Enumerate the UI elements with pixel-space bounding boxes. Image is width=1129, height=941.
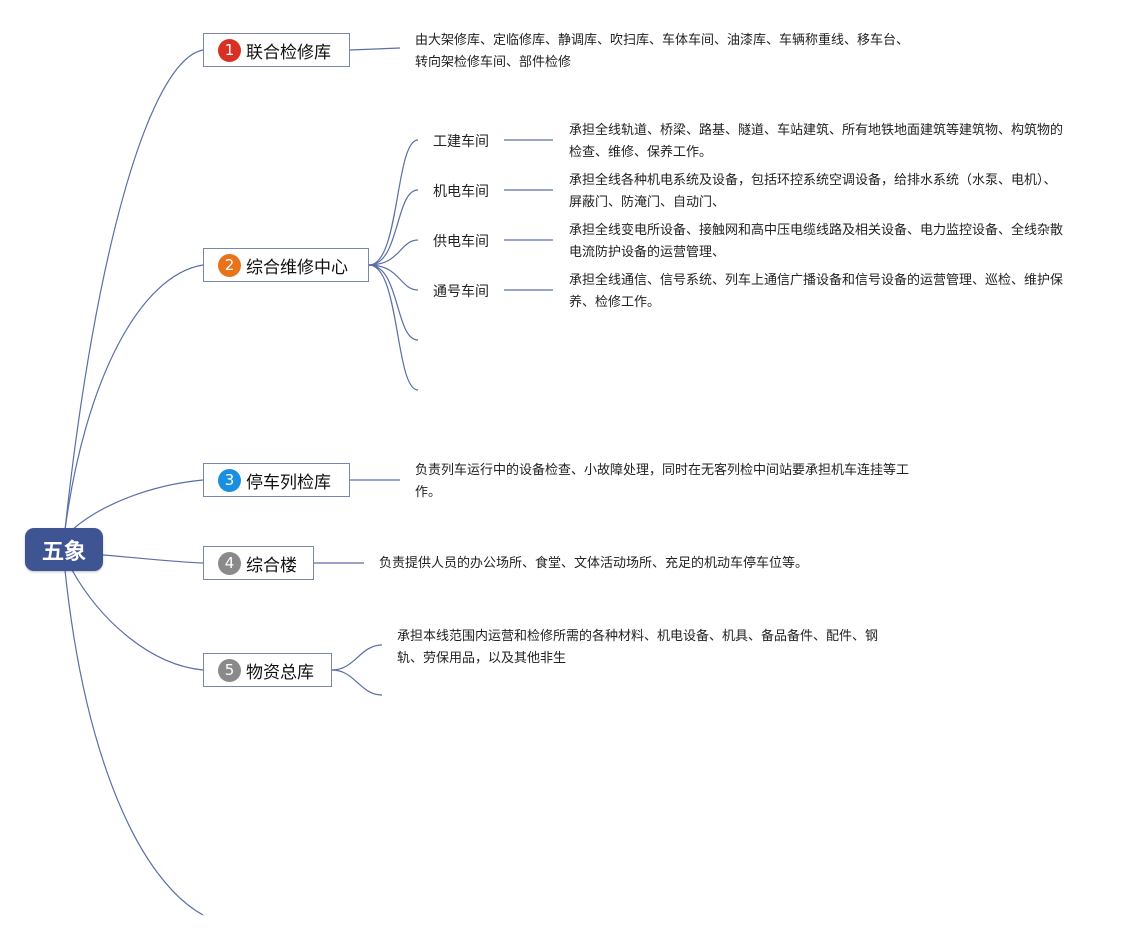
branch-description: 由大架修库、定临修库、静调库、吹扫库、车体车间、油漆库、车辆称重线、移车台、转向… (415, 33, 910, 70)
number-badge-icon: 1 (218, 38, 241, 62)
link-branch-2-unit-3 (368, 239, 419, 266)
branch-node-2[interactable]: 2 综合维修中心 (203, 248, 369, 282)
link-root-branch-5 (71, 569, 204, 671)
number-badge-icon: 3 (218, 468, 241, 492)
branch-label: 停车列检库 (246, 472, 331, 493)
link-branch-5-empty (331, 669, 383, 696)
branch-node-1[interactable]: 1 联合检修库 (203, 33, 350, 67)
branch-node-5[interactable]: 5 物资总库 (203, 653, 332, 687)
link-branch-2-unit-2 (368, 189, 419, 266)
branch-node-4[interactable]: 4 综合楼 (203, 546, 314, 580)
branch-label: 物资总库 (246, 662, 314, 683)
link-branch-2-empty-2 (368, 264, 419, 391)
number-badge-icon: 4 (218, 551, 241, 575)
link-root-bottom (64, 569, 204, 916)
unit-label[interactable]: 通号车间 (433, 284, 489, 300)
link-root-branch-1 (64, 49, 204, 531)
unit-description: 承担全线各种机电系统及设备，包括环控系统空调设备，给排水系统（水泵、电机）、屏蔽… (569, 173, 1057, 210)
link-root-branch-2 (64, 264, 204, 531)
branch-node-3[interactable]: 3 停车列检库 (203, 463, 350, 497)
link-branch-5-desc (331, 644, 383, 671)
link-branch-2-unit-4 (368, 264, 419, 291)
link-branch-1-desc (349, 47, 401, 51)
unit-label[interactable]: 工建车间 (433, 134, 489, 150)
unit-description: 承担全线通信、信号系统、列车上通信广播设备和信号设备的运营管理、巡检、维护保养、… (569, 273, 1064, 310)
unit-label[interactable]: 供电车间 (433, 234, 489, 250)
link-root-branch-3 (71, 479, 204, 531)
branch-description: 承担本线范围内运营和检修所需的各种材料、机电设备、机具、备品备件、配件、钢轨、劳… (397, 629, 879, 666)
unit-description: 承担全线轨道、桥梁、路基、隧道、车站建筑、所有地铁地面建筑等建筑物、构筑物的检查… (569, 123, 1064, 160)
unit-description: 承担全线变电所设备、接触网和高中压电缆线路及相关设备、电力监控设备、全线杂散电流… (569, 223, 1064, 260)
link-branch-2-empty-1 (368, 264, 419, 341)
root-label: 五象 (41, 539, 86, 565)
branch-description: 负责列车运行中的设备检查、小故障处理，同时在无客列检中间站要承担机车连挂等工作。 (415, 463, 910, 500)
branch-label: 综合楼 (246, 555, 297, 576)
branch-label: 综合维修中心 (246, 257, 348, 278)
link-root-branch-4 (102, 554, 204, 564)
number-badge-icon: 5 (218, 658, 241, 682)
number-badge-icon: 2 (218, 253, 241, 277)
branch-description: 负责提供人员的办公场所、食堂、文体活动场所、充足的机动车停车位等。 (379, 556, 809, 571)
link-branch-2-unit-1 (368, 139, 419, 266)
branch-label: 联合检修库 (246, 42, 331, 63)
unit-label[interactable]: 机电车间 (433, 184, 489, 200)
root-node[interactable]: 五象 (25, 528, 103, 571)
